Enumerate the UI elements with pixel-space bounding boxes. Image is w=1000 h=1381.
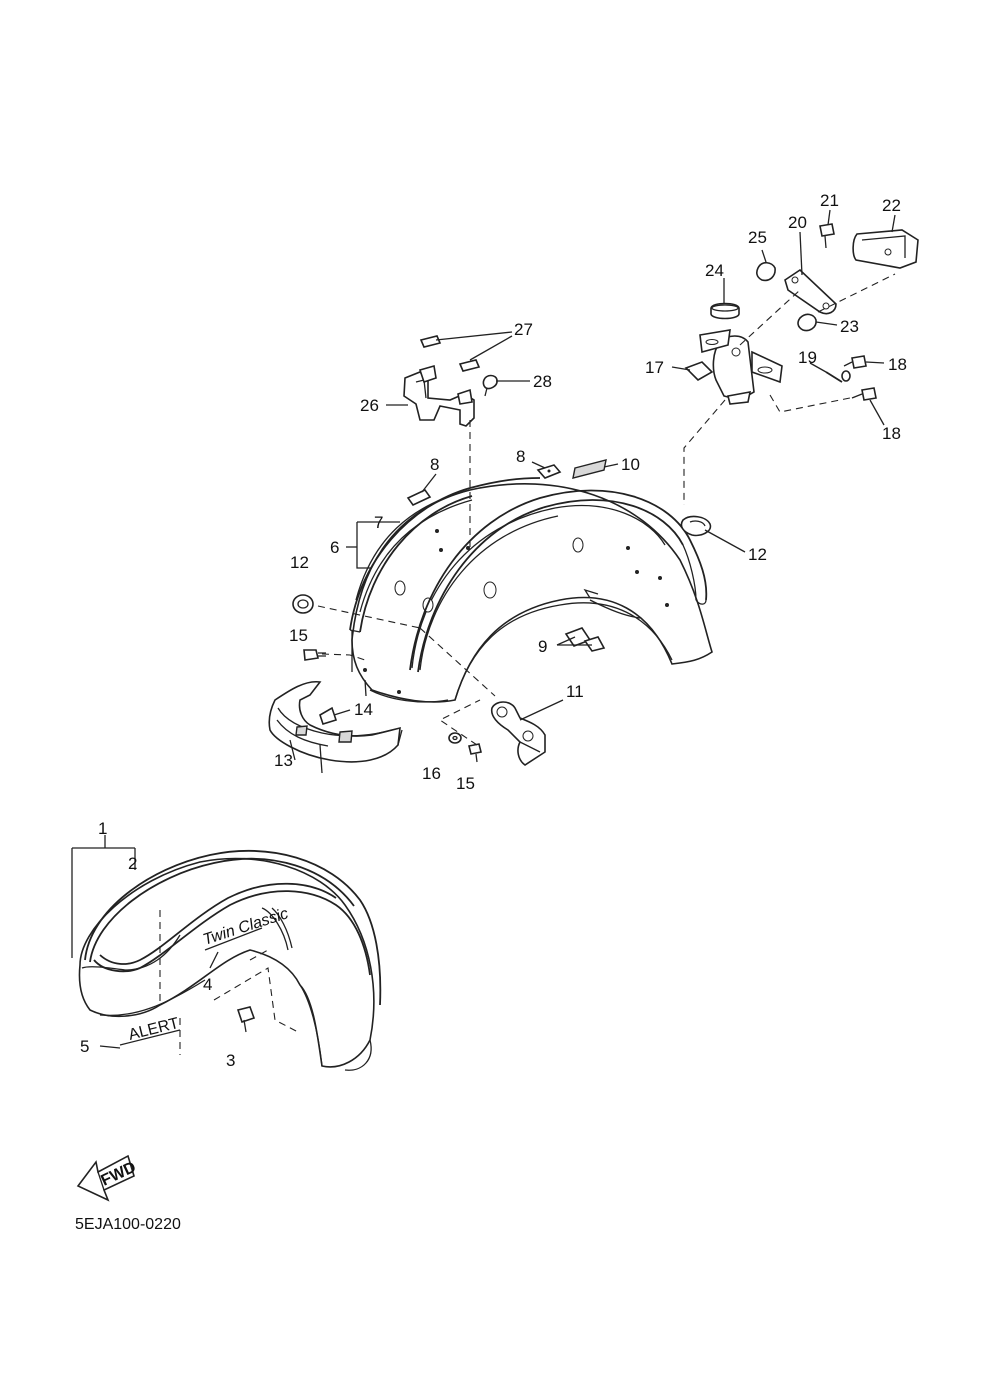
callout-19: 19: [798, 348, 817, 367]
callout-25: 25: [748, 228, 767, 247]
callout-24: 24: [705, 261, 724, 280]
callout-10: 10: [621, 455, 640, 474]
plate-20: [784, 268, 837, 315]
rear-fender-assembly: [268, 223, 919, 774]
decal-9: [564, 627, 606, 652]
callout-8-left: 8: [430, 455, 439, 474]
callout-18-lower: 18: [882, 424, 901, 443]
decal-5: ALERT: [119, 1015, 181, 1046]
fender-rail-right: [409, 489, 708, 673]
nut-14: [319, 706, 338, 725]
fwd-arrow-icon: FWD: [76, 1154, 139, 1202]
bracket-26: [403, 364, 475, 427]
front-fender-rail: [84, 849, 382, 1006]
bolt-18-upper: [843, 355, 867, 369]
callout-labels: 1 2 3 4 5 6 7 8 8 9 10 11 12 12 13 14 15…: [80, 191, 907, 1070]
front-fender-assembly: Twin Classic ALERT: [78, 849, 382, 1071]
callout-13: 13: [274, 751, 293, 770]
callout-4: 4: [203, 975, 212, 994]
callout-8-right: 8: [516, 447, 525, 466]
callout-18-upper: 18: [888, 355, 907, 374]
callout-23: 23: [840, 317, 859, 336]
callout-16: 16: [422, 764, 441, 783]
callout-5: 5: [80, 1037, 89, 1056]
bracket-11: [490, 701, 546, 766]
callout-15-right: 15: [456, 774, 475, 793]
callout-17: 17: [645, 358, 664, 377]
emblem-8-right: [536, 464, 562, 479]
bolt-3: [236, 1006, 256, 1033]
emblem-8-left: [406, 488, 432, 507]
washer-16: [448, 732, 462, 744]
assembly-lines: [159, 273, 896, 1055]
rear-cover-13: [268, 680, 403, 774]
callout-28: 28: [533, 372, 552, 391]
callout-21: 21: [820, 191, 839, 210]
front-fender-body: [78, 857, 375, 1071]
bolt-21: [819, 223, 835, 249]
callout-20: 20: [788, 213, 807, 232]
damper-12-left: [292, 594, 314, 614]
diagram-code: 5EJA100-0220: [75, 1216, 181, 1233]
screw-28: [482, 374, 498, 397]
taillight-bracket-17: [684, 329, 783, 405]
bolt-15-left: [303, 649, 326, 661]
decal-10: [572, 459, 607, 479]
callout-27: 27: [514, 320, 533, 339]
callout-2: 2: [128, 854, 137, 873]
callout-14: 14: [354, 700, 373, 719]
decal-5-text: ALERT: [127, 1015, 181, 1044]
callout-3: 3: [226, 1051, 235, 1070]
callout-11: 11: [566, 682, 584, 701]
bolt-18-lower: [851, 387, 877, 401]
callout-12-right: 12: [748, 545, 767, 564]
callout-1: 1: [98, 819, 107, 838]
fender-rail-left: [349, 477, 541, 633]
callout-22: 22: [882, 196, 901, 215]
callout-9: 9: [538, 637, 547, 656]
callout-26: 26: [360, 396, 379, 415]
damper-12-right: [680, 515, 712, 537]
spacer-19: [825, 370, 851, 383]
callout-7: 7: [374, 513, 383, 532]
collar-24: [710, 302, 740, 320]
callout-15-left: 15: [289, 626, 308, 645]
nut-23: [797, 313, 817, 332]
rubber-27-b: [458, 359, 481, 372]
callout-6: 6: [330, 538, 339, 557]
rubber-27-a: [419, 335, 442, 348]
leader-lines: [71, 209, 896, 1049]
plate-22: [852, 229, 919, 269]
bolt-15-right: [468, 743, 482, 763]
callout-12-left: 12: [290, 553, 309, 572]
nut-25: [756, 261, 776, 282]
